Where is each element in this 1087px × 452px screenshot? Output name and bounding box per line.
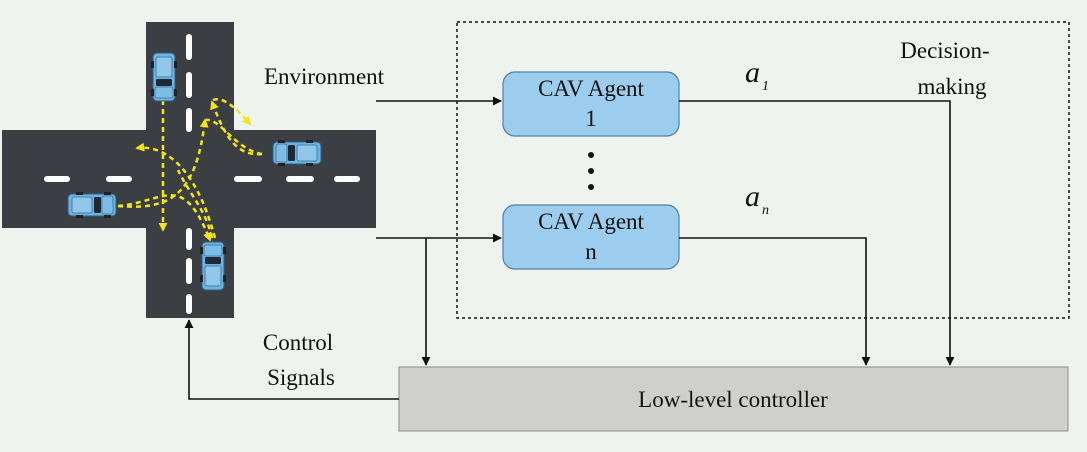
decision-label-line2: making xyxy=(918,74,987,99)
environment-label: Environment xyxy=(264,64,385,89)
control-label-line2: Signals xyxy=(267,365,335,390)
vehicle-south xyxy=(199,241,227,291)
arrow-control-signals xyxy=(184,319,399,400)
agent-ellipsis xyxy=(588,152,594,190)
agent-box-n: CAV Agent n xyxy=(502,204,680,270)
agent-box-1: CAV Agent 1 xyxy=(502,71,680,137)
arrow-agent-1-to-controller xyxy=(679,100,955,366)
decision-label-line1: Decision- xyxy=(900,38,989,63)
decision-making-region xyxy=(456,21,1070,319)
connectors xyxy=(184,96,955,400)
agent-n-index: n xyxy=(585,239,597,264)
agent-n-title: CAV Agent xyxy=(538,209,644,234)
lane-markings xyxy=(44,34,360,314)
arrow-agent-n-to-controller xyxy=(679,237,871,366)
control-label-line1: Control xyxy=(263,330,333,355)
intersection-illustration xyxy=(2,22,376,318)
agent-1-title: CAV Agent xyxy=(538,76,644,101)
vehicle-west xyxy=(67,191,117,219)
trajectory-arrows xyxy=(117,97,263,242)
controller-label: Low-level controller xyxy=(638,387,828,412)
agent-1-index: 1 xyxy=(585,106,597,131)
vehicle-east xyxy=(272,139,322,167)
vehicle-north xyxy=(150,52,178,102)
